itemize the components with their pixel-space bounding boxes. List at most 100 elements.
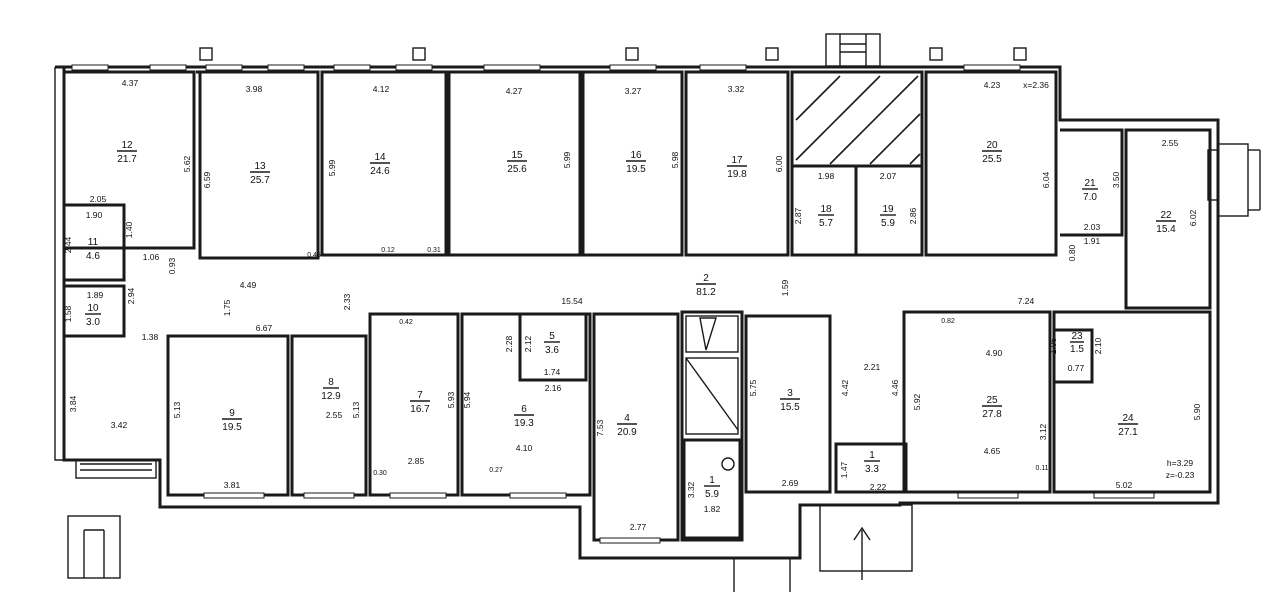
room-number: 1 (709, 475, 715, 486)
dimension: 3.42 (111, 420, 128, 430)
room-area: 21.7 (117, 154, 137, 165)
dimension: h=3.29 (1167, 458, 1194, 468)
dimension: 3.98 (246, 84, 263, 94)
room-area: 5.9 (705, 489, 719, 500)
room-area: 27.1 (1118, 427, 1138, 438)
room-label: 21 7.0 (1082, 178, 1098, 203)
dimension: 4.90 (986, 348, 1003, 358)
room-label: 19 5.9 (880, 204, 896, 229)
room-number: 14 (374, 152, 386, 163)
room-label: 14 24.6 (370, 152, 390, 177)
dimension: 2.77 (630, 522, 647, 532)
room-label: 13 25.7 (250, 161, 270, 186)
dimension: 3.12 (1038, 423, 1048, 440)
room-area: 19.8 (727, 169, 747, 180)
dimension: 4.37 (122, 78, 139, 88)
dimension: 4.10 (516, 443, 533, 453)
dimension: x=2.36 (1023, 80, 1049, 90)
dimension: 6.59 (202, 171, 212, 188)
room-area: 25.7 (250, 175, 270, 186)
room-number: 17 (731, 155, 743, 166)
dimension: 1.38 (142, 332, 159, 342)
bottom-entrance (733, 504, 913, 592)
dimension: 5.92 (912, 393, 922, 410)
room-area: 4.6 (86, 251, 100, 262)
dimension: 5.13 (351, 401, 361, 418)
room-area: 19.5 (626, 164, 646, 175)
room-number: 13 (254, 161, 266, 172)
room-number: 4 (624, 413, 630, 424)
room-number: 20 (986, 140, 998, 151)
room-label: 24 27.1 (1118, 413, 1138, 438)
room-area: 3.3 (865, 464, 879, 475)
dimension: 3.50 (1111, 171, 1121, 188)
dimension: 2.03 (1084, 222, 1101, 232)
top-stair (825, 33, 881, 67)
dimension: 6.02 (1188, 209, 1198, 226)
room-label: 8 12.9 (321, 377, 341, 402)
room-area: 15.4 (1156, 224, 1176, 235)
hatched-stairwell (795, 75, 921, 165)
dimension: 2.94 (126, 287, 136, 304)
dimension: 4.49 (240, 280, 257, 290)
room-label: 25 27.8 (982, 395, 1002, 420)
room-label: 2 81.2 (696, 273, 716, 298)
room-area: 16.7 (410, 404, 430, 415)
room-number: 12 (121, 140, 133, 151)
room-number: 22 (1160, 210, 1172, 221)
room-area: 25.6 (507, 164, 527, 175)
dimension: 2.16 (545, 383, 562, 393)
room-number: 7 (417, 390, 423, 401)
room-label: 23 1.5 (1070, 331, 1084, 355)
small-mark: 0.45 (307, 252, 321, 259)
dimension: 1.91 (1084, 236, 1101, 246)
dimension: 2.28 (504, 335, 514, 352)
room-number: 3 (787, 388, 793, 399)
dimension: 4.12 (373, 84, 390, 94)
room-number: 6 (521, 404, 527, 415)
dimension: 5.75 (748, 379, 758, 396)
room-label: 18 5.7 (818, 204, 834, 229)
dimension: 2.10 (1093, 337, 1103, 354)
room-number: 1 (869, 450, 875, 461)
dimension: 2.44 (63, 236, 73, 253)
room-number: 24 (1122, 413, 1134, 424)
dimension: 5.99 (562, 151, 572, 168)
dimension: z=-0.23 (1166, 470, 1195, 480)
small-mark: 0.27 (489, 467, 503, 474)
dimension: 6.67 (256, 323, 273, 333)
room-number: 21 (1084, 178, 1096, 189)
left-bottom-stair (67, 459, 157, 579)
room-number: 11 (88, 237, 99, 248)
top-room-walls (64, 70, 1212, 338)
room-area: 81.2 (696, 287, 716, 298)
room-area: 20.9 (617, 427, 637, 438)
small-mark: 0.30 (373, 470, 387, 477)
dimension: 6.00 (774, 155, 784, 172)
bottom-room-walls (166, 310, 1212, 542)
dimension: 6.04 (1041, 171, 1051, 188)
dimension: 2.12 (523, 335, 533, 352)
dimension: 15.54 (561, 296, 583, 306)
room-area: 3.6 (545, 345, 559, 356)
dimension: 1.06 (143, 252, 160, 262)
dimension: 0.93 (167, 257, 177, 274)
room-number: 8 (328, 377, 334, 388)
dimension: 5.93 (446, 391, 456, 408)
dimension: 2.55 (326, 410, 343, 420)
dimension: 2.05 (90, 194, 107, 204)
dimension: 1.58 (63, 305, 73, 322)
dimension: 5.02 (1116, 480, 1133, 490)
dimension: 1.82 (704, 504, 721, 514)
dimension: 5.62 (182, 155, 192, 172)
dimension: 2.86 (908, 207, 918, 224)
dimension: 1.47 (839, 461, 849, 478)
room-label: 10 3.0 (85, 303, 101, 328)
room-label: 1 3.3 (864, 450, 880, 475)
room-area: 15.5 (780, 402, 800, 413)
room-number: 25 (986, 395, 998, 406)
dimension: 2.85 (408, 456, 425, 466)
room-area: 5.9 (881, 218, 895, 229)
room-area: 3.0 (86, 317, 100, 328)
